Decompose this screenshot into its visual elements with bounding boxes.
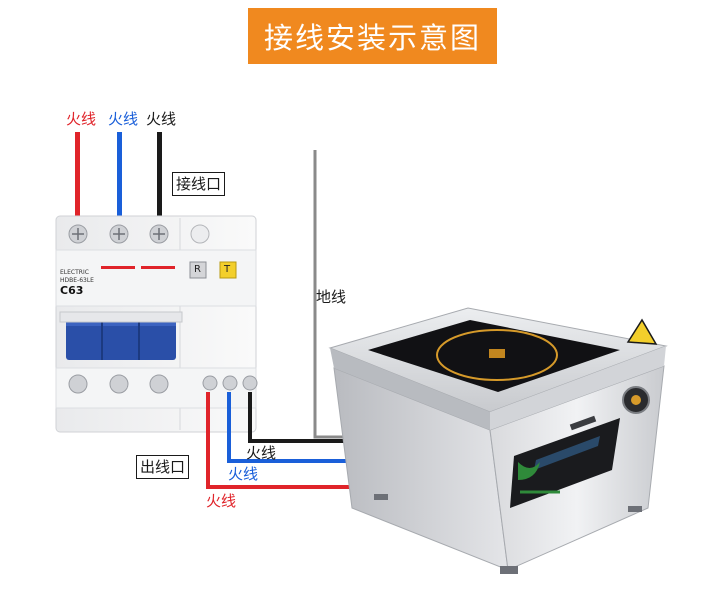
label-ground: 地线	[316, 288, 347, 306]
breaker-rating: C63	[60, 284, 84, 297]
induction-cooker	[328, 307, 668, 574]
label-wire-black-top: 火线	[146, 110, 177, 128]
label-wire-blue-out: 火线	[228, 465, 259, 483]
label-wire-red-out: 火线	[206, 492, 237, 510]
wire-ground	[313, 150, 348, 439]
top-terminals	[68, 224, 210, 244]
breaker-button-t: T	[224, 264, 231, 275]
breaker-button-r: R	[194, 264, 201, 275]
wire-blue-out	[227, 392, 360, 463]
label-wire-black-out: 火线	[246, 444, 277, 462]
wire-red-out	[206, 392, 378, 489]
breaker-model: HDBE-63LE	[60, 277, 94, 284]
title-banner: 接线安装示意图	[248, 8, 497, 64]
wire-black-top	[157, 132, 162, 224]
label-wire-red-top: 火线	[66, 110, 97, 128]
diagram-title: 接线安装示意图	[263, 21, 481, 55]
label-inlet: 接线口	[172, 172, 226, 196]
wire-black-out	[248, 392, 350, 443]
circuit-breaker	[55, 215, 258, 433]
label-wire-blue-top: 火线	[108, 110, 139, 128]
label-outlet: 出线口	[136, 455, 190, 479]
bottom-terminals	[68, 374, 258, 394]
breaker-levers	[59, 311, 183, 360]
breaker-brand: ELECTRIC	[60, 269, 89, 276]
wire-red-top	[75, 132, 80, 224]
wire-blue-top	[117, 132, 122, 224]
